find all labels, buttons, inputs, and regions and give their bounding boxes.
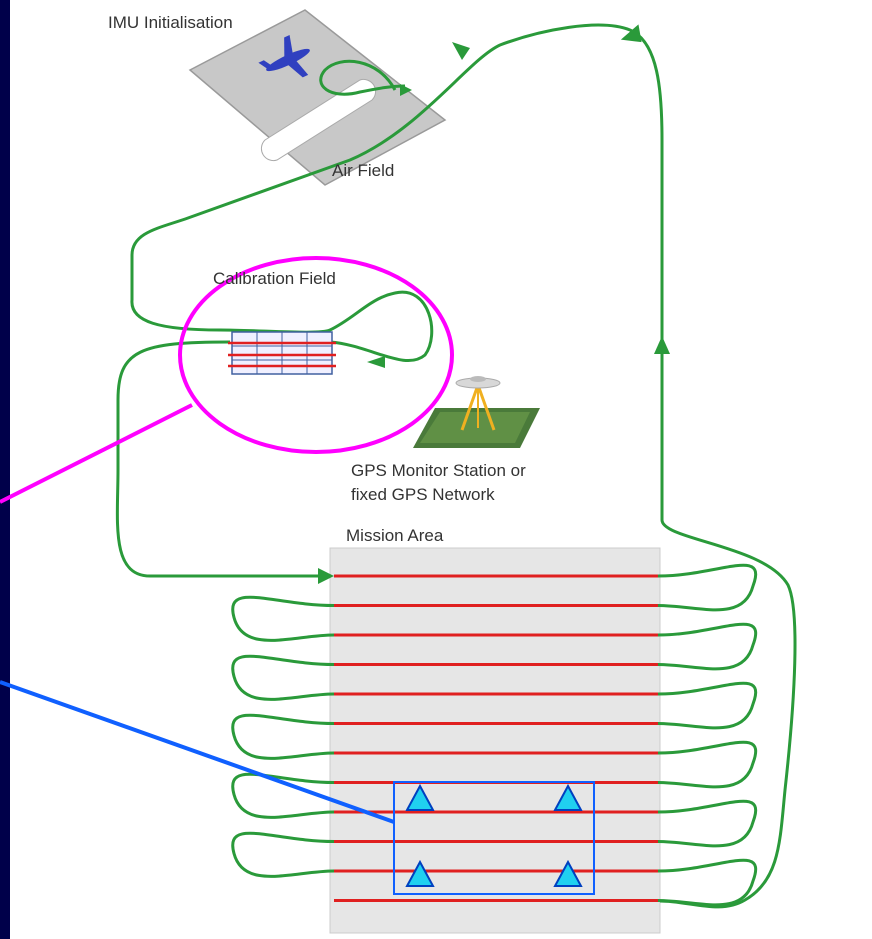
turn-loop-6	[231, 713, 335, 760]
turn-loop-4	[231, 654, 335, 701]
ground-control-point-4	[553, 859, 583, 887]
turn-loop-2	[231, 595, 335, 642]
arrow-airfield	[400, 84, 412, 96]
label-gps-station-line1: GPS Monitor Station or	[351, 461, 526, 480]
calibration-pointer-line	[0, 403, 193, 504]
mission-area-box	[329, 547, 661, 934]
turn-loop-1	[657, 563, 758, 612]
turn-loop-9	[657, 799, 758, 848]
ground-control-point-1	[405, 783, 435, 811]
turn-loop-11	[657, 858, 758, 907]
arrow-route-in	[318, 568, 334, 584]
label-imu-initialisation: IMU Initialisation	[108, 13, 233, 32]
label-gps-station-line2: fixed GPS Network	[351, 485, 495, 504]
arrow-right-up	[654, 336, 670, 354]
label-mission-area: Mission Area	[346, 526, 444, 545]
label-calibration-field: Calibration Field	[213, 269, 336, 288]
calibration-grid	[228, 331, 336, 375]
turn-loop-8	[231, 772, 335, 819]
arrow-top-left	[452, 42, 470, 60]
ground-control-pointer-line	[0, 680, 395, 824]
ground-control-box	[393, 781, 595, 895]
ground-control-point-3	[405, 859, 435, 887]
gps-station-icon	[413, 376, 540, 448]
direction-arrows	[318, 24, 670, 584]
flight-route-path	[115, 23, 797, 909]
turn-loop-10	[231, 831, 335, 878]
ground-control-point-2	[553, 783, 583, 811]
turn-loop-5	[657, 681, 758, 730]
ground-control-points	[405, 783, 583, 887]
airplane-icon	[258, 34, 310, 78]
airfield-plate	[188, 9, 447, 186]
label-air-field: Air Field	[332, 161, 394, 180]
airfield-loop-path	[319, 59, 406, 96]
arrow-calibration	[367, 356, 385, 368]
turn-loop-7	[657, 740, 758, 789]
turn-loop-3	[657, 622, 758, 671]
flight-lines-group	[334, 574, 658, 902]
arrow-top-right	[620, 24, 642, 43]
calibration-highlight-circle	[178, 256, 454, 454]
turn-loops-group	[231, 563, 758, 907]
